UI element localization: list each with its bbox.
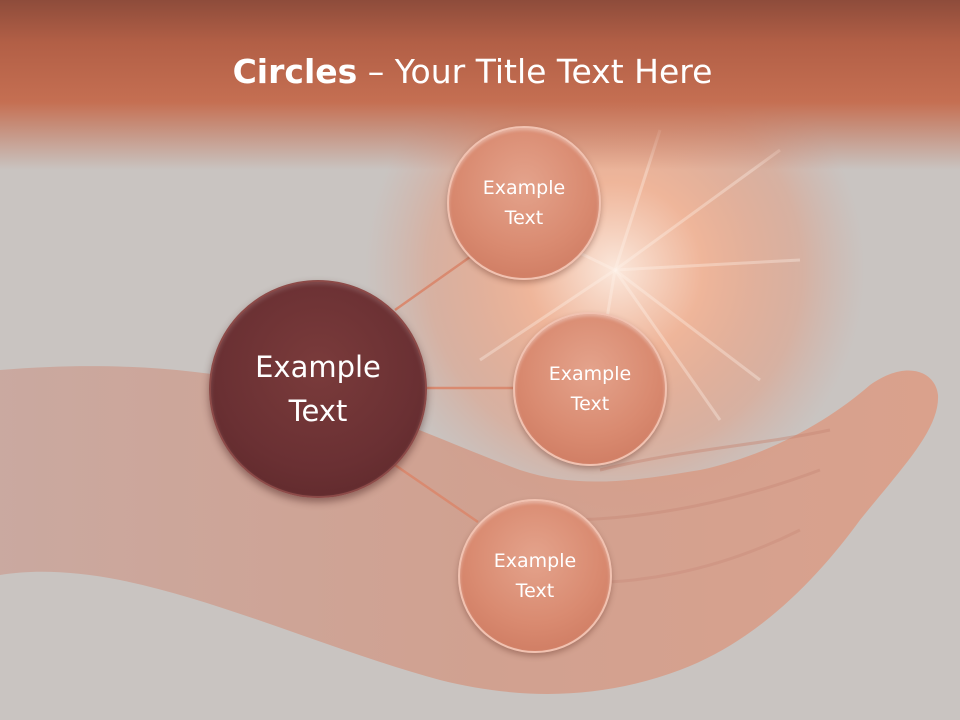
node-top-label-line1: Example xyxy=(482,177,566,199)
title-rest-part: – Your Title Text Here xyxy=(357,52,713,91)
node-middle-label-line2: Text xyxy=(570,393,610,415)
slide-title: Circles – Your Title Text Here xyxy=(0,52,945,91)
node-middle-label-line1: Example xyxy=(548,363,632,385)
node-top-label-line2: Text xyxy=(504,207,544,229)
node-circle-bottom[interactable]: Example Text xyxy=(458,499,612,653)
connector-bottom xyxy=(394,463,479,524)
center-circle-label-line1: Example xyxy=(255,350,381,384)
title-bold-part: Circles xyxy=(232,52,358,91)
center-circle-label-line2: Text xyxy=(288,394,348,428)
center-circle[interactable]: Example Text xyxy=(209,280,427,498)
node-bottom-label-line2: Text xyxy=(515,580,555,602)
node-circle-top[interactable]: Example Text xyxy=(447,126,601,280)
connector-top xyxy=(394,255,471,312)
node-circle-middle[interactable]: Example Text xyxy=(513,312,667,466)
node-bottom-label-line1: Example xyxy=(493,550,577,572)
